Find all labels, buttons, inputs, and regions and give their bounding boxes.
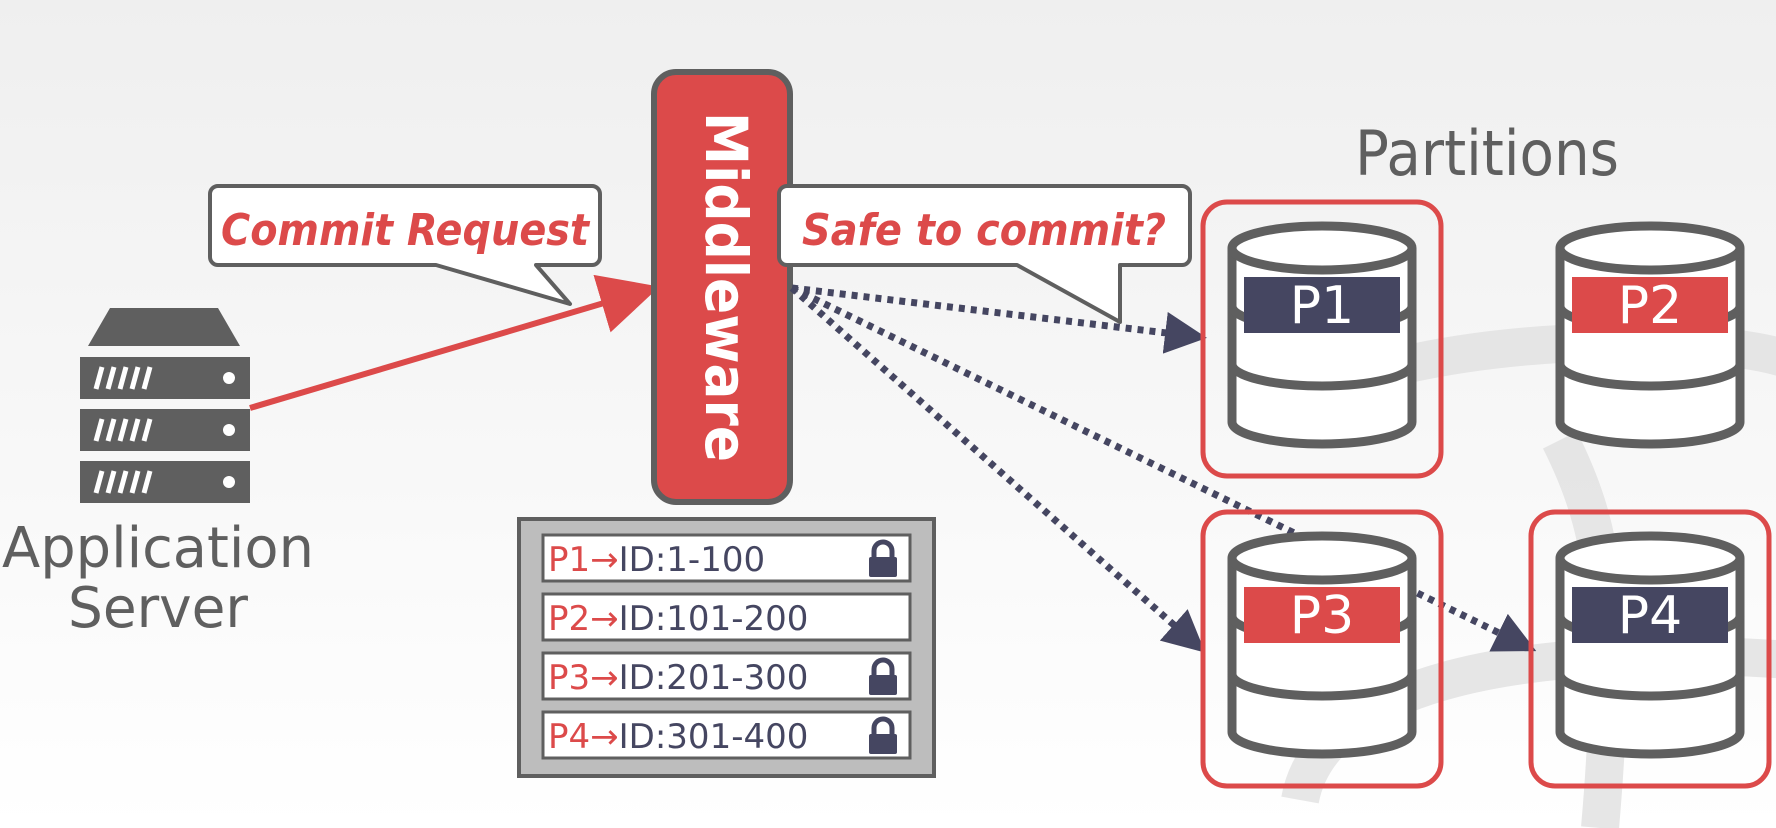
row-arrow: →: [590, 599, 619, 639]
lock-icon: [869, 539, 897, 577]
row-partition: P1: [548, 540, 590, 580]
row-arrow: →: [590, 540, 619, 580]
row-range: ID:1-100: [619, 540, 765, 580]
row-partition: P2: [548, 599, 590, 639]
partition-badge: [1244, 587, 1400, 643]
commit-request-callout: Commit Request: [208, 184, 602, 306]
lock-table-row: P2→ID:101-200: [541, 592, 912, 642]
partition-badge: [1572, 277, 1728, 333]
row-range: ID:301-400: [619, 717, 809, 757]
partition-label: P1: [1290, 276, 1354, 336]
partition-highlight-box: [1200, 199, 1444, 479]
safe-to-commit-callout: Safe to commit?: [777, 184, 1192, 324]
row-range: ID:201-300: [619, 658, 809, 698]
partition-label: P4: [1618, 586, 1682, 646]
partition-p3: P3: [1200, 509, 1444, 789]
partition-p1: P1: [1200, 199, 1444, 479]
partition-label: P2: [1618, 276, 1682, 336]
safe-to-commit-label: Safe to commit?: [802, 205, 1166, 256]
lock-table-row: P3→ID:201-300: [541, 651, 912, 701]
row-partition: P3: [548, 658, 590, 698]
lock-table-row-text: P3→ID:201-300: [548, 658, 808, 698]
lock-table-row-text: P1→ID:1-100: [548, 540, 765, 580]
partitions-title: Partitions: [1355, 117, 1619, 190]
row-arrow: →: [590, 658, 619, 698]
partition-label: P3: [1290, 586, 1354, 646]
lock-icon: [869, 657, 897, 695]
query-arrow-p1: [791, 284, 1207, 354]
lock-table-row-text: P2→ID:101-200: [548, 599, 808, 639]
commit-request-arrow: [249, 274, 660, 411]
lock-table-row: P4→ID:301-400: [541, 710, 912, 760]
lock-table-rows: P1→ID:1-100P2→ID:101-200P3→ID:201-300P4→…: [541, 533, 912, 760]
commit-request-label: Commit Request: [221, 205, 591, 256]
partition-highlight-box: [1528, 509, 1772, 789]
partition-highlight-box: [1200, 509, 1444, 789]
application-server-label-line1: Application: [2, 516, 314, 581]
lock-table-row: P1→ID:1-100: [541, 533, 912, 583]
row-arrow: →: [590, 717, 619, 757]
application-server-label-line2: Server: [68, 576, 249, 641]
lock-table-row-text: P4→ID:301-400: [548, 717, 808, 757]
partition-p4: P4: [1528, 509, 1772, 789]
row-partition: P4: [548, 717, 590, 757]
middleware-box: Middleware: [651, 69, 793, 505]
server-rack-icon: [80, 308, 250, 503]
row-range: ID:101-200: [619, 599, 809, 639]
partition-badge: [1572, 587, 1728, 643]
lock-icon: [869, 716, 897, 754]
partition-badge: [1244, 277, 1400, 333]
partition-p2: P2: [1555, 221, 1745, 449]
middleware-label: Middleware: [692, 112, 760, 462]
